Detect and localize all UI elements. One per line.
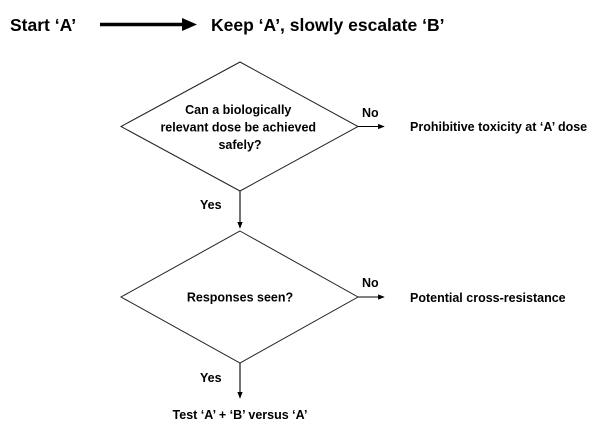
no-label-1: No	[362, 106, 379, 120]
keep-escalate-label: Keep ‘A’, slowly escalate ‘B’	[211, 15, 444, 35]
decision-dose-line-1: Can a biologically	[185, 103, 291, 117]
header-arrow	[100, 18, 197, 31]
yes-label-1: Yes	[200, 198, 222, 212]
decision-dose-line-3: safely?	[218, 138, 261, 152]
outcome-cross-resistance: Potential cross-resistance	[410, 291, 566, 305]
decision-dose-line-2: relevant dose be achieved	[160, 121, 316, 135]
outcome-test-combination: Test ‘A’ + ‘B’ versus ‘A’	[173, 408, 308, 422]
outcome-prohibitive-toxicity: Prohibitive toxicity at ‘A’ dose	[410, 120, 587, 134]
yes-label-2: Yes	[200, 371, 222, 385]
no-label-2: No	[362, 276, 379, 290]
decision-dose-text: Can a biologically relevant dose be achi…	[160, 103, 319, 152]
decision-responses-text: Responses seen?	[187, 291, 293, 305]
start-label: Start ‘A’	[10, 15, 76, 35]
